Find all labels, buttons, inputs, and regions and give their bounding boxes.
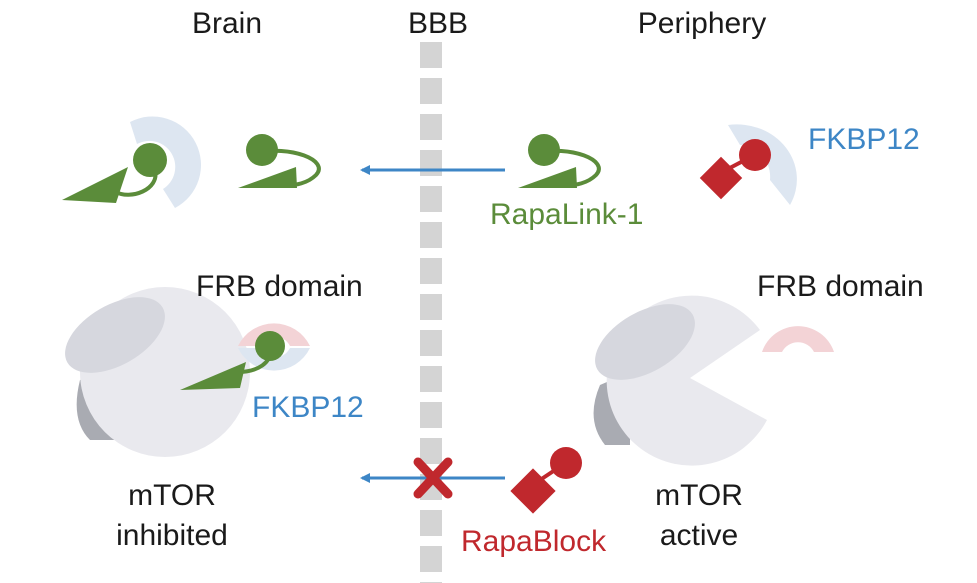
rapalink-label: RapaLink-1 bbox=[490, 198, 643, 231]
fkbp12-label-top: FKBP12 bbox=[808, 123, 920, 156]
header-bbb: BBB bbox=[408, 7, 468, 40]
rapalink-fkbp12-complex-brain bbox=[62, 116, 202, 208]
rapablock-molecule bbox=[510, 447, 582, 514]
rapalink-wedge bbox=[180, 362, 246, 390]
rapalink-wedge bbox=[62, 167, 128, 203]
rapalink-linker bbox=[534, 148, 601, 188]
rapablock-label: RapaBlock bbox=[461, 525, 607, 558]
rapalink-wedge bbox=[518, 167, 577, 188]
blocked-x-mark bbox=[413, 457, 453, 499]
rapablock-head bbox=[550, 447, 582, 479]
fkbp12-label-bottom: FKBP12 bbox=[252, 391, 364, 424]
header-brain: Brain bbox=[192, 7, 262, 40]
rapalink-wedge bbox=[238, 167, 297, 188]
frb-domain-label-right: FRB domain bbox=[757, 270, 924, 303]
mtor-inhibited-complex bbox=[65, 287, 310, 457]
mtor-cap bbox=[65, 297, 165, 373]
rapalink-linker bbox=[254, 148, 321, 188]
mtor-label-right: mTOR bbox=[655, 479, 743, 512]
rapalink-head bbox=[246, 134, 278, 166]
mtor-status-active: active bbox=[660, 519, 738, 552]
rapablock-head bbox=[739, 139, 771, 171]
rapalink-molecule-brain bbox=[238, 134, 321, 188]
mtor-label-left: mTOR bbox=[128, 479, 216, 512]
mtor-active-complex bbox=[593, 295, 834, 466]
frb-shape bbox=[762, 326, 834, 352]
frb-domain-label-left: FRB domain bbox=[196, 270, 363, 303]
rapalink-head bbox=[133, 143, 167, 177]
mtor-cap bbox=[595, 304, 695, 380]
rapalink-head bbox=[255, 331, 285, 361]
rapablock-fkbp12-complex-periphery bbox=[699, 124, 797, 205]
fkbp12-shape bbox=[130, 116, 202, 208]
header-periphery: Periphery bbox=[638, 7, 766, 40]
mtor-status-inhibited: inhibited bbox=[116, 519, 228, 552]
rapalink-molecule-periphery bbox=[518, 134, 601, 188]
rapalink-head bbox=[528, 134, 560, 166]
